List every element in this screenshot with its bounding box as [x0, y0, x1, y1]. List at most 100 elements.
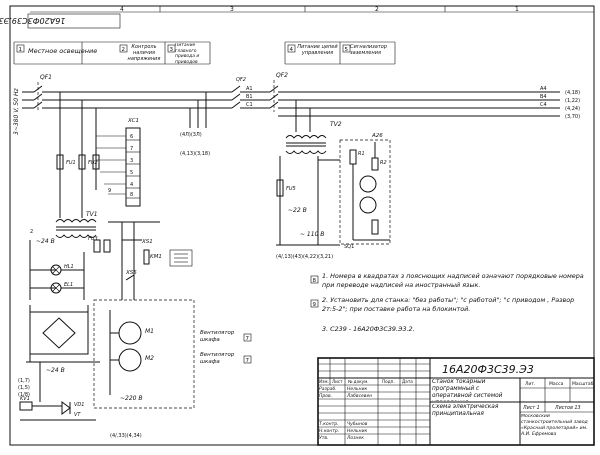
vt-label: VT	[74, 412, 81, 418]
fu3-label: FU3	[88, 236, 98, 242]
xs1-label: XS1	[141, 239, 153, 245]
header-block-2-label: Контроль наличия напряжения	[127, 44, 161, 62]
a26-label: A26	[371, 133, 383, 139]
signaller-lamp-bottom	[359, 196, 377, 214]
bus-label-b: B4	[540, 94, 547, 100]
km1-label: KM1	[150, 254, 162, 260]
feeder-drops: (4Л)(3Л) (4,13)(3,18)	[180, 92, 210, 157]
ref-bottom-1: (4/,13)(43)(4,22)(3,21)	[276, 254, 333, 260]
fuse-section: FU1 FU2	[56, 92, 100, 205]
note-1: 1. Номера в квадратах з пояснющих надпис…	[322, 272, 584, 289]
title-subtitle: Схема электрическая принципиальная	[432, 404, 499, 417]
xc1-pin-3: 3	[130, 158, 133, 164]
sq1-label: SQ1	[344, 244, 354, 250]
zone-label-2: 2	[375, 6, 379, 13]
header-block-4-label: Питание цепей управления	[297, 44, 338, 56]
xc1-pin-5: 5	[130, 170, 133, 176]
label-sheet: Лист 1	[522, 405, 540, 411]
header-block-1-label: Местное освещение	[28, 47, 97, 55]
label-mass: Масса	[549, 381, 564, 387]
el1-label: EL1	[64, 282, 73, 288]
motors: M1 M2 ~220 В (4/,33)(4,34)	[109, 310, 154, 439]
fan-1-label: Вентилятор шкафа	[200, 330, 235, 343]
document-stamp: 16А20Ф3С39.Э3	[0, 13, 121, 29]
right-ref-4: (3,70)	[565, 114, 580, 120]
row-razrab: Разраб.	[319, 386, 337, 392]
wire-ref-left: (1,7)	[18, 378, 30, 384]
fu3-section: FU3	[88, 236, 111, 253]
right-ref-3: (4,24)	[565, 106, 580, 112]
r2-label: R2	[380, 160, 387, 166]
header-block-5-label: Сигнализатор заземления	[350, 44, 388, 56]
fan-1-marker: 7	[246, 336, 250, 342]
xc1-pin-6: 6	[130, 134, 133, 140]
row-nkontr: Н.контр.	[319, 428, 339, 434]
signaller-lamp-top	[359, 175, 377, 193]
header-block-2-number: 2	[122, 47, 126, 53]
xc1-label: XC1	[127, 118, 139, 124]
note-3: 3. С239 - 16А20Ф3С39.Э3.2.	[322, 325, 415, 333]
kv1-label: KV1	[20, 396, 30, 402]
xc1-pin-4: 4	[130, 182, 133, 188]
r1-label: R1	[358, 151, 365, 157]
title-name: Станок токарный программный с оперативно…	[432, 379, 503, 401]
zone-label-1: 1	[515, 6, 519, 13]
name-prov: Лабвсевен	[346, 393, 372, 399]
title-doc-code: 16А20Ф3С39.Э3	[442, 363, 534, 376]
ref-bottom-2: (4/,33)(4,34)	[110, 433, 142, 439]
zone-ruler: 4 3 2 1	[30, 6, 594, 13]
volt-24b-label: ~24 В	[46, 367, 65, 374]
hl1-label: HL1	[64, 264, 74, 270]
header-block-5-number: 5	[345, 47, 349, 53]
bus-label-c1: C1	[246, 102, 253, 108]
fu5-label: FU5	[286, 186, 296, 192]
volt-22-label: ~22 В	[288, 207, 307, 214]
row-tkontr: Т.контр.	[319, 421, 339, 427]
tv2-label: TV2	[330, 121, 342, 128]
supply-label: 3~380 V, 50 Hz	[13, 88, 20, 135]
xs5-label: XS5	[125, 270, 137, 276]
name-utv: Лознек	[346, 435, 364, 441]
relay-kv1: (1,7) (1,5) (1/8) KV1 VD1 VT	[18, 362, 96, 421]
socket-km1-area: XS1 KM1 XS5	[108, 221, 193, 300]
sheet-frame	[9, 5, 595, 446]
header-block-1-number: 1	[19, 47, 23, 53]
bus-label-a: A4	[540, 86, 547, 92]
header-block-3-number: 3	[170, 47, 174, 53]
bus-label-c: C4	[540, 102, 547, 108]
volt-110-label: ~ 110 В	[300, 231, 324, 238]
zone-label-4: 4	[120, 6, 124, 13]
fu1-label: FU1	[66, 160, 76, 166]
note-2: 2. Установить для станка: "без работы"; …	[322, 296, 575, 313]
wire-ref-left3: (1/8)	[18, 392, 30, 398]
wire-ref-left2: (1,5)	[18, 385, 30, 391]
qf1-label: QF1	[40, 74, 52, 81]
col-head-date: Дата	[402, 379, 413, 384]
m2-label: M2	[145, 355, 154, 362]
header-block-3-label: Питание главного привода и приводов пода…	[175, 43, 200, 65]
xc1-connector: XC1 6 7 3 5 4 8 9	[96, 118, 141, 207]
qf-mid-label: QF2	[236, 77, 246, 83]
breaker-qf1: QF1	[22, 74, 52, 112]
tv1-label: TV1	[86, 211, 98, 218]
volt-24-label: ~24 В	[36, 238, 55, 245]
volt-220-label: ~220 В	[120, 395, 143, 402]
right-ref-2: (1,22)	[565, 98, 580, 104]
pin-9-label: 9	[108, 188, 111, 194]
col-head-list: Лист	[332, 379, 343, 384]
col-head-izm: Изм.	[319, 379, 329, 384]
motor-m1	[118, 321, 142, 345]
transformer-tv1: TV1 ~24 В 2	[30, 205, 98, 245]
col-head-doc: № докум.	[348, 379, 369, 384]
fan-2-label: Вентилятор шкафа	[200, 352, 235, 365]
rectifier-bridge: ~24 В	[26, 305, 100, 374]
ground-signaller-a26: A26 R1 R2 SQ1	[339, 133, 391, 250]
note-2-marker: 9	[313, 302, 317, 308]
wire-2: 2	[30, 229, 33, 235]
bus-label-b1: B1	[246, 94, 253, 100]
vd1-label: VD1	[74, 402, 84, 408]
col-head-sign: Подп.	[382, 379, 395, 384]
header-blocks: 1 Местное освещение 2 Контроль наличия н…	[13, 41, 396, 65]
